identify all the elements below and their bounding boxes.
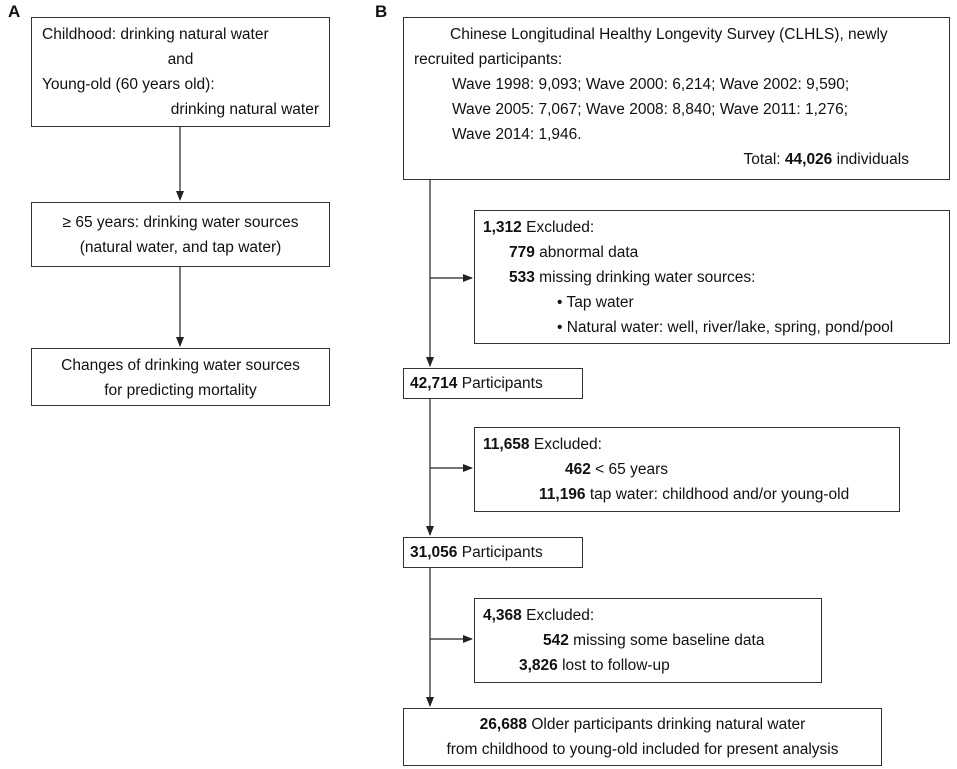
box-line: and <box>167 51 194 68</box>
reason-text: lost to follow-up <box>557 657 670 674</box>
participants-count: 31,056 <box>410 544 458 561</box>
participants-label: Participants <box>457 544 543 561</box>
panel-b-box-participants-2: 31,056 Participants <box>403 537 583 568</box>
total-value: 44,026 <box>784 151 833 168</box>
box-line: ≥ 65 years: drinking water sources <box>62 214 299 231</box>
excluded-reason: 3,826 lost to follow-up <box>483 653 813 678</box>
box-line: for predicting mortality <box>104 382 257 399</box>
wave-line: Wave 1998: 9,093; Wave 2000: 6,214; Wave… <box>452 76 850 93</box>
excluded-count: 4,368 <box>483 607 522 624</box>
reason-text: missing drinking water sources: <box>534 269 756 286</box>
box-line: Chinese Longitudinal Healthy Longevity S… <box>450 26 888 43</box>
panel-b-box-excluded-2: 11,658 Excluded: 462 < 65 years 11,196 t… <box>474 427 900 512</box>
final-count: 26,688 <box>479 716 528 733</box>
excluded-count: 1,312 <box>483 219 522 236</box>
bullet-item: • Natural water: well, river/lake, sprin… <box>557 319 894 336</box>
final-line: 26,688 Older participants drinking natur… <box>408 712 877 737</box>
panel-a-box-mortality: Changes of drinking water sources for pr… <box>31 348 330 406</box>
wave-line: Wave 2005: 7,067; Wave 2008: 8,840; Wave… <box>452 101 849 118</box>
box-line: drinking natural water <box>170 101 319 118</box>
panel-b-box-excluded-1: 1,312 Excluded: 779 abnormal data 533 mi… <box>474 210 950 344</box>
excluded-header: 1,312 Excluded: <box>483 215 941 240</box>
reason-count: 542 <box>543 632 569 649</box>
total-suffix: individuals <box>832 151 909 168</box>
box-line: (natural water, and tap water) <box>79 239 282 256</box>
excluded-count: 11,658 <box>483 436 530 453</box>
panel-b-box-final: 26,688 Older participants drinking natur… <box>403 708 882 766</box>
box-line: Changes of drinking water sources <box>61 357 300 374</box>
reason-text: abnormal data <box>534 244 639 261</box>
panel-a-label: A <box>8 2 21 21</box>
participants-count: 42,714 <box>410 375 458 392</box>
excluded-label: Excluded: <box>521 219 595 236</box>
box-line: recruited participants: <box>414 51 563 68</box>
panel-a-box-water-sources: ≥ 65 years: drinking water sources (natu… <box>31 202 330 267</box>
reason-text: tap water: childhood and/or young-old <box>585 486 850 503</box>
reason-count: 3,826 <box>519 657 558 674</box>
excluded-header: 11,658 Excluded: <box>483 432 891 457</box>
panel-b-box-excluded-3: 4,368 Excluded: 542 missing some baselin… <box>474 598 822 683</box>
excluded-label: Excluded: <box>529 436 602 453</box>
panel-b-box-participants-1: 42,714 Participants <box>403 368 583 399</box>
panel-b-box-survey: Chinese Longitudinal Healthy Longevity S… <box>403 17 950 180</box>
participants-label: Participants <box>457 375 543 392</box>
reason-count: 11,196 <box>539 486 586 503</box>
excluded-header: 4,368 Excluded: <box>483 603 813 628</box>
reason-count: 533 <box>509 269 535 286</box>
excluded-reason: 779 abnormal data <box>483 240 941 265</box>
excluded-reason: 542 missing some baseline data <box>483 628 813 653</box>
total-prefix: Total: <box>743 151 785 168</box>
bullet-item: • Tap water <box>557 294 634 311</box>
reason-text: missing some baseline data <box>568 632 765 649</box>
final-line: from childhood to young-old included for… <box>446 741 839 758</box>
reason-count: 462 <box>565 461 591 478</box>
reason-text: < 65 years <box>590 461 668 478</box>
participants-line: 31,056 Participants <box>410 540 576 565</box>
wave-line: Wave 2014: 1,946. <box>452 126 582 143</box>
excluded-reason: 533 missing drinking water sources: <box>483 265 941 290</box>
reason-count: 779 <box>509 244 535 261</box>
panel-a-box-childhood: Childhood: drinking natural water and Yo… <box>31 17 330 127</box>
participants-line: 42,714 Participants <box>410 371 576 396</box>
panel-b-label: B <box>375 2 388 21</box>
excluded-reason: 11,196 tap water: childhood and/or young… <box>483 482 891 507</box>
box-line: Childhood: drinking natural water <box>42 26 269 43</box>
final-text: Older participants drinking natural wate… <box>527 716 806 733</box>
box-line: Young-old (60 years old): <box>42 76 215 93</box>
excluded-reason: 462 < 65 years <box>483 457 891 482</box>
excluded-label: Excluded: <box>521 607 595 624</box>
total-line: Total: 44,026 individuals <box>414 147 939 172</box>
